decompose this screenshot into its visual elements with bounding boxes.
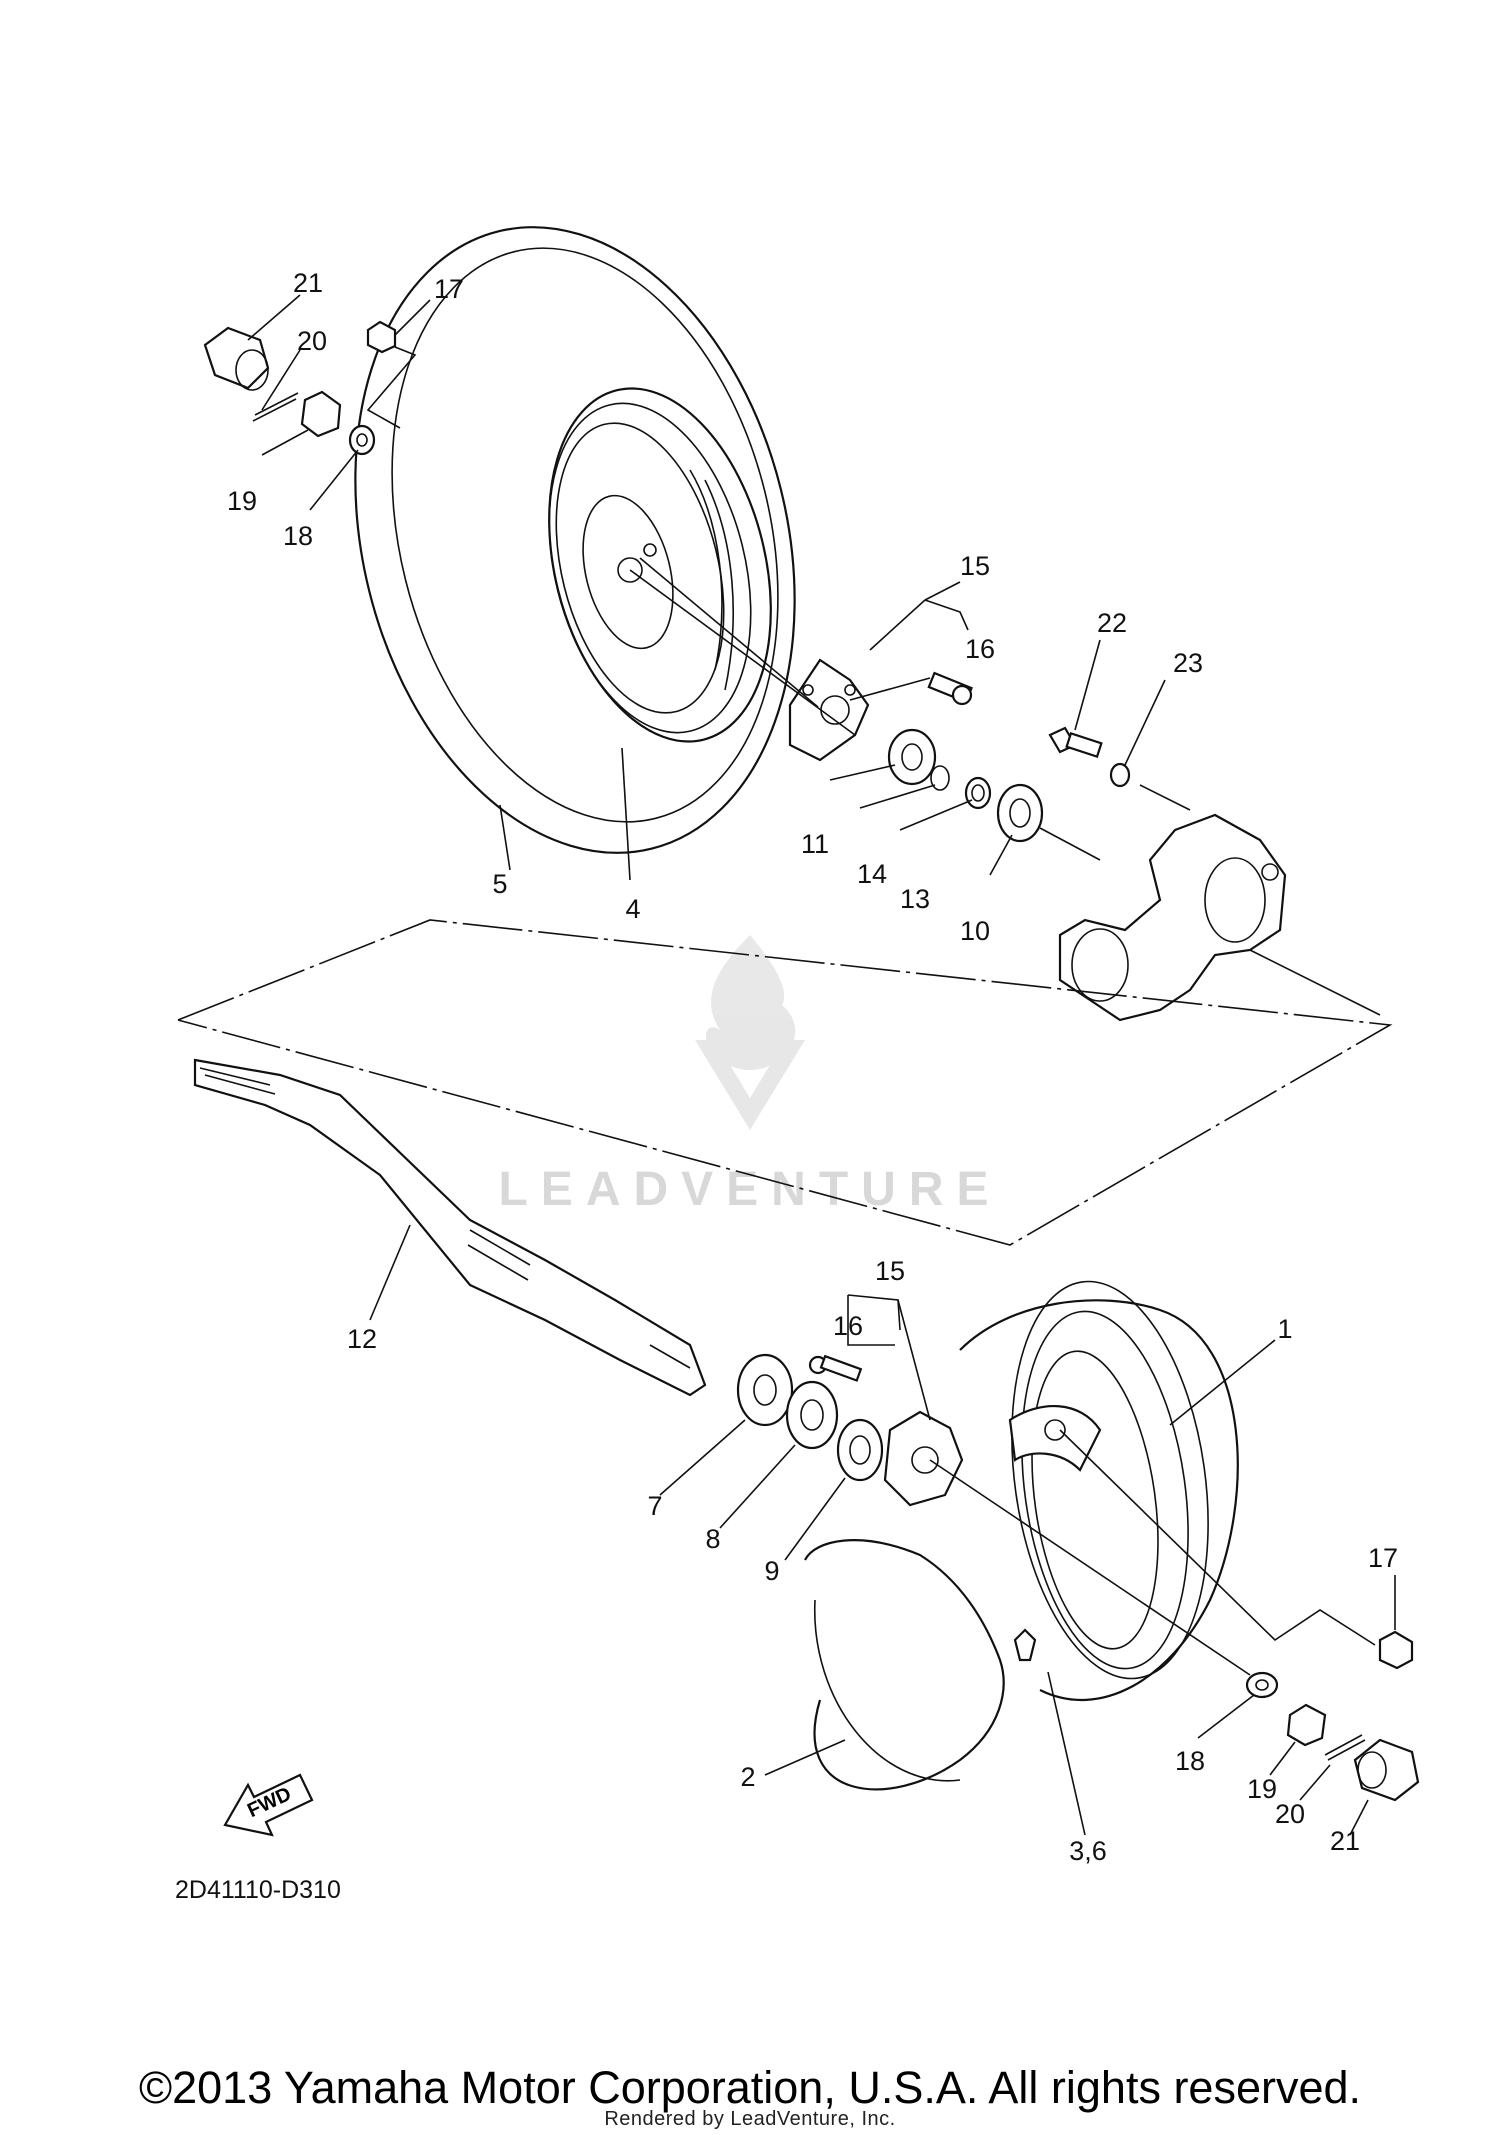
callout-label: 16 [833, 1311, 863, 1341]
rim-upper [548, 387, 772, 743]
bolt-16-lower [808, 1354, 863, 1382]
bearing-10 [996, 783, 1044, 843]
nut-17-upper [366, 320, 397, 354]
bearing-8 [785, 1380, 839, 1450]
callout-label: 17 [1368, 1543, 1398, 1573]
callout-label: 18 [283, 521, 313, 551]
callout-label: 19 [1247, 1774, 1277, 1804]
washer-18-upper [348, 424, 376, 456]
rendered-by-credit: Rendered by LeadVenture, Inc. [604, 2108, 896, 2130]
tire-lower [804, 1299, 1239, 1791]
callout-label: 21 [1330, 1826, 1360, 1856]
callout-label: 3,6 [1069, 1836, 1107, 1866]
callout-label: 22 [1097, 608, 1127, 638]
drawing-code: 2D41110-D310 [175, 1876, 341, 1904]
lower-leader-lines [369, 1224, 1396, 1836]
bolt-22 [1048, 726, 1103, 758]
collar-13 [964, 776, 992, 810]
callout-label: 7 [647, 1491, 662, 1521]
callout-labels: 21 17 20 19 18 15 16 22 23 11 14 13 10 5… [227, 268, 1398, 1866]
nut-17-lower [1378, 1630, 1414, 1670]
callout-label: 20 [297, 326, 327, 356]
callout-label: 9 [764, 1556, 779, 1586]
callout-label: 21 [293, 268, 323, 298]
final-drive-housing [1058, 813, 1287, 1022]
bearing-9 [836, 1418, 884, 1482]
callout-label: 12 [347, 1324, 377, 1354]
callout-label: 2 [740, 1762, 755, 1792]
callout-label: 5 [492, 869, 507, 899]
cotter-pin-20-lower [1324, 1734, 1366, 1761]
washer-23 [1109, 762, 1131, 788]
leadventure-watermark: LEADVENTURE [498, 935, 1001, 1216]
callout-label: 8 [705, 1524, 720, 1554]
bearing-11 [887, 728, 937, 786]
upper-leader-lines [247, 294, 1381, 1016]
bolt-16-upper [927, 671, 973, 706]
axle-12 [193, 1058, 707, 1397]
callout-label: 4 [625, 894, 640, 924]
callout-label: 11 [801, 829, 829, 859]
washer-18-lower [1245, 1671, 1279, 1699]
castle-nut-19-lower [1286, 1703, 1327, 1747]
cap-21-upper [203, 326, 270, 391]
callout-label: 17 [434, 274, 464, 304]
callout-label: 14 [857, 859, 887, 889]
callout-label: 15 [960, 551, 990, 581]
hub-upper [788, 658, 870, 762]
castle-nut-19-upper [300, 390, 342, 438]
cap-21-lower [1353, 1738, 1420, 1802]
callout-label: 20 [1275, 1799, 1305, 1829]
callout-label: 19 [227, 486, 257, 516]
o-ring-14 [930, 765, 950, 791]
callout-label: 13 [900, 884, 930, 914]
callout-label: 16 [965, 634, 995, 664]
callout-label: 10 [960, 916, 990, 946]
callout-label: 15 [875, 1256, 905, 1286]
callout-label: 18 [1175, 1746, 1205, 1776]
callout-label: 23 [1173, 648, 1203, 678]
fwd-arrow-icon: FWD [223, 1773, 314, 1837]
cotter-pin-20-upper [252, 392, 299, 422]
hub-lower [883, 1410, 964, 1507]
copyright-notice: ©2013 Yamaha Motor Corporation, U.S.A. A… [138, 2062, 1362, 2113]
leadventure-logo-icon [695, 935, 805, 1130]
rim-lower [1008, 1280, 1209, 1680]
watermark-text: LEADVENTURE [498, 1163, 1001, 1216]
callout-label: 1 [1277, 1314, 1292, 1344]
assembly-frame [177, 919, 1393, 1246]
oil-seal-7 [736, 1353, 794, 1427]
